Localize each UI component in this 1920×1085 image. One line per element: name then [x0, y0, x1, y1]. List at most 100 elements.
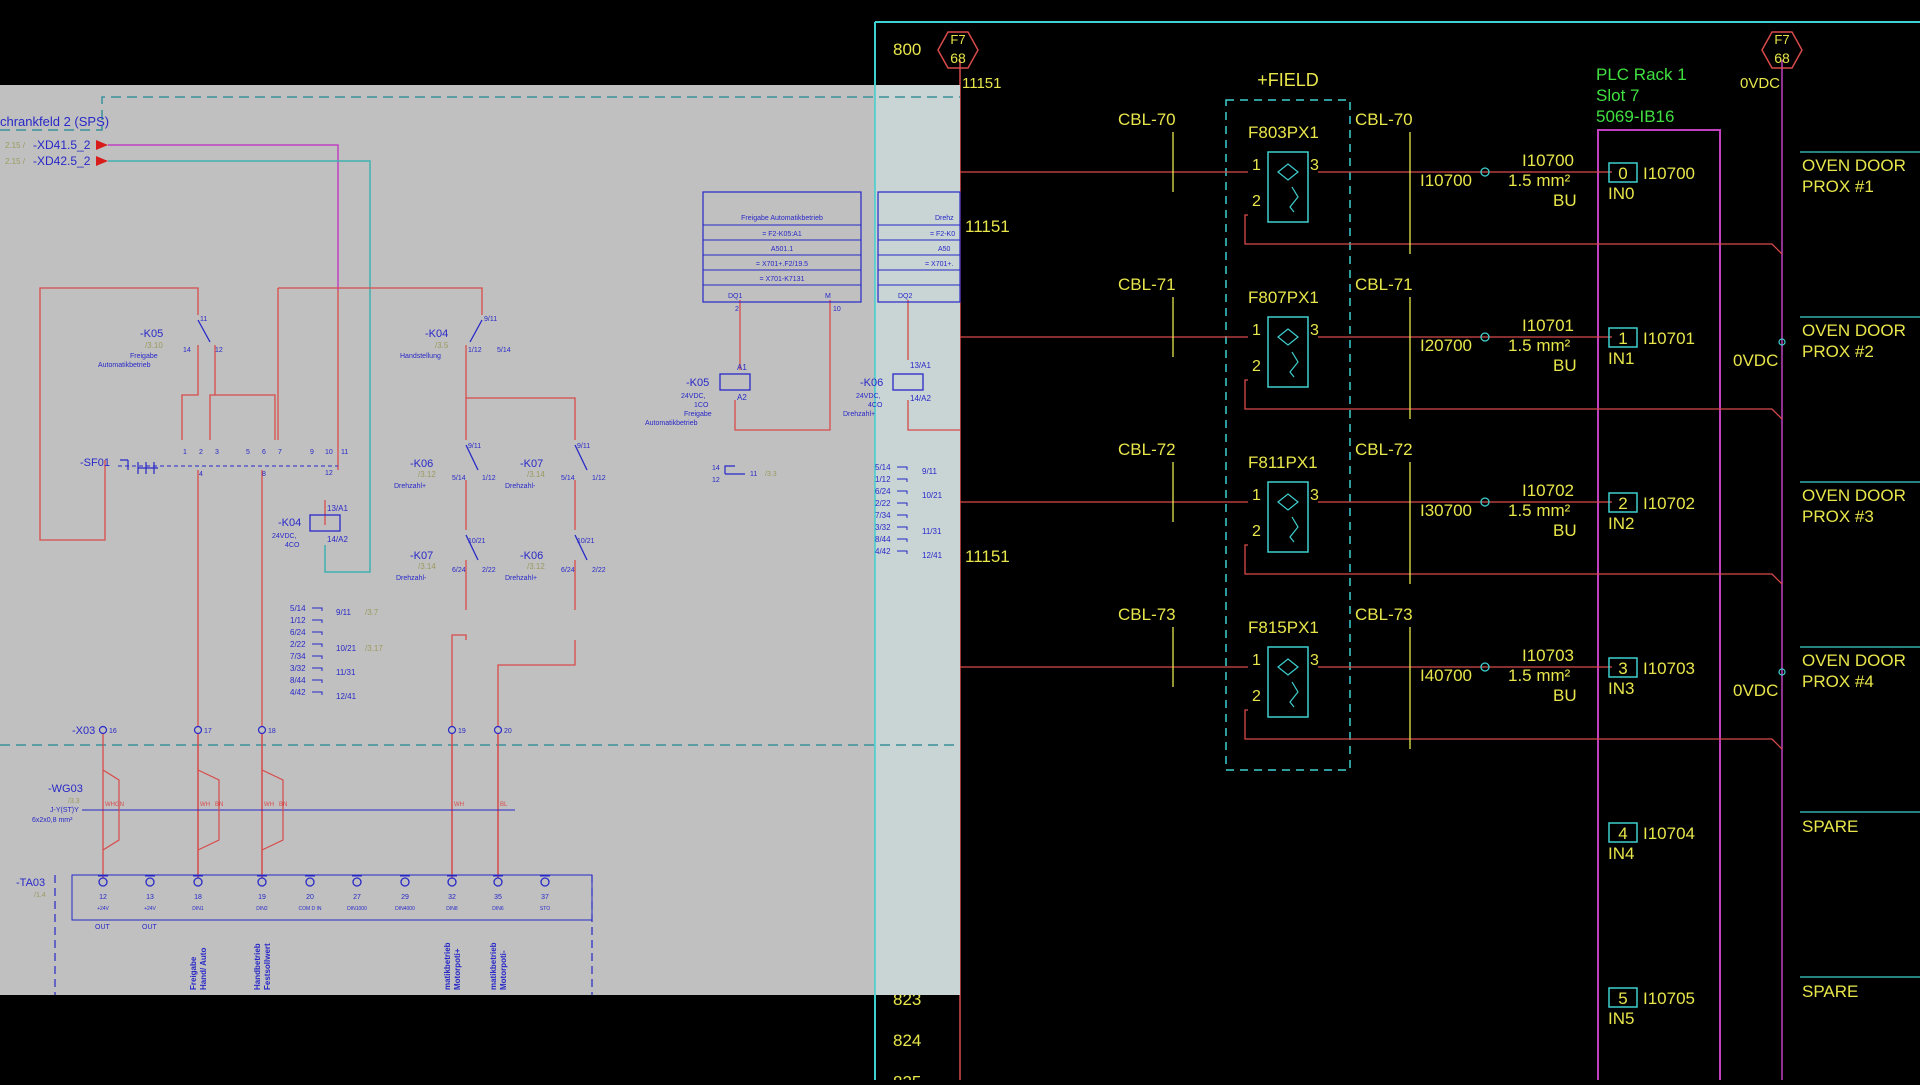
pin-3: 3 [1310, 322, 1319, 339]
prox-sensor-body [1267, 481, 1309, 553]
svg-text:/3.14: /3.14 [527, 470, 545, 479]
wire-number-in: I20700 [1420, 336, 1472, 355]
k04-contact-symbol [469, 319, 483, 343]
k04-pin-b: 1/12 [468, 347, 482, 354]
svg-text:2: 2 [735, 306, 739, 313]
ta03-terminal [257, 877, 267, 887]
wg03-core-color: WH [264, 802, 274, 808]
overlay-strip [875, 85, 960, 995]
prox-sensor-diamond [1277, 328, 1299, 346]
svg-text:10/21: 10/21 [468, 538, 486, 545]
sf01-pin8: 8 [262, 471, 266, 478]
ta03-terminal [352, 877, 362, 887]
plc-tag: I10704 [1643, 824, 1695, 843]
svg-text:14/A2: 14/A2 [910, 394, 931, 403]
svg-text:A50: A50 [938, 246, 951, 253]
overlay-panel [0, 85, 960, 995]
svg-text:DQ1: DQ1 [728, 293, 743, 300]
wg03-core-color: WH [454, 802, 464, 808]
xd41-label: -XD41.5_2 [33, 138, 91, 152]
k06a-contact: -K06 /3.12 Drehzahl+ 5/14 1/12 9/11 [394, 443, 496, 490]
k04-coil-symbol [309, 514, 341, 532]
xd42-ref: 2.15 / [5, 157, 26, 166]
svg-text:12: 12 [712, 477, 720, 484]
description-line2: PROX #3 [1802, 507, 1874, 526]
wg03-core-bracket [197, 769, 220, 851]
k04-coil-a1: 13/A1 [327, 504, 348, 513]
wire-number-in: I30700 [1420, 501, 1472, 520]
wire-number-out: I10701 [1522, 316, 1574, 335]
prox-sensor-body [1267, 151, 1309, 223]
wire-size: 1.5 mm² [1508, 666, 1571, 685]
description-line2: PROX #4 [1802, 672, 1874, 691]
pin-3: 3 [1310, 487, 1319, 504]
ta03-terminal [145, 877, 155, 887]
header-dashed-border [0, 96, 960, 131]
x03-terminal-number: 18 [268, 728, 276, 735]
left-sheet[interactable]: chrankfeld 2 (SPS) 2.15 / -XD41.5_2 2.15… [0, 85, 961, 995]
plc-tag: I10701 [1643, 329, 1695, 348]
wire-label-low: 11151 [965, 547, 1010, 566]
svg-text:2/22: 2/22 [592, 567, 606, 574]
ta03-ref: /1.4 [34, 892, 46, 899]
cable-label-left: CBL-72 [1118, 440, 1176, 459]
cabinet-header: chrankfeld 2 (SPS) [0, 114, 109, 129]
plc-tag: I10705 [1643, 989, 1695, 1008]
wire-size: 1.5 mm² [1508, 336, 1571, 355]
ta03-terminal-number: 35 [494, 894, 502, 901]
contact-right: 12/41 [336, 692, 357, 701]
k05-coil: -K05 24VDC, 1CO Freigabe Automatikbetrie… [645, 363, 751, 427]
k06-coil: -K06 24VDC, 4CO Drehzahl+ 13/A1 14/A2 [843, 361, 931, 418]
contact-symbol [897, 514, 908, 518]
plc-slot-number: 1 [1618, 329, 1627, 348]
k04-ref: /3.5 [435, 341, 449, 350]
x03-terminal-number: 17 [204, 728, 212, 735]
svg-text:= F2-K0: = F2-K0 [930, 231, 955, 238]
contact-left: 5/14 [290, 604, 306, 613]
svg-text:9/11: 9/11 [468, 443, 481, 450]
contact-symbol [897, 478, 908, 482]
contact-symbol [312, 679, 323, 683]
contact-symbol [312, 619, 323, 623]
svg-text:1CO: 1CO [694, 402, 709, 409]
ta03-terminal-function: STO [540, 906, 550, 912]
xd42-label: -XD42.5_2 [33, 154, 91, 168]
k04-pin-a: 9/11 [484, 316, 497, 323]
k05-desc2: Automatikbetrieb [98, 362, 151, 369]
sf01-pin4: 4 [199, 471, 203, 478]
wire-number-in: I10700 [1420, 171, 1472, 190]
ovdc-top-label: 0VDC [1740, 75, 1780, 92]
plc-slot-number: 4 [1618, 824, 1627, 843]
wire-color-code: BU [1553, 521, 1577, 540]
wire-size: 1.5 mm² [1508, 501, 1571, 520]
svg-text:6/24: 6/24 [452, 567, 466, 574]
svg-text:5/14: 5/14 [561, 475, 575, 482]
svg-text:2/22: 2/22 [482, 567, 496, 574]
sf01-pin: 11 [341, 449, 348, 456]
svg-text:= F2-K05:A1: = F2-K05:A1 [762, 231, 802, 238]
svg-text:-K07: -K07 [520, 458, 543, 470]
wg03-core-color: GN [115, 802, 124, 808]
ta03-terminal [400, 877, 410, 887]
ta03-terminal-number: 29 [401, 894, 409, 901]
contact-left: 7/34 [290, 652, 306, 661]
pin-1: 1 [1252, 652, 1261, 669]
ta03-terminal [540, 877, 550, 887]
wire-number-in: I40700 [1420, 666, 1472, 685]
contact-left: 1/12 [290, 616, 306, 625]
function-label-line1: Freigabe [189, 956, 198, 990]
description-line1: OVEN DOOR [1802, 486, 1906, 505]
wire-label-top: 11151 [962, 75, 1002, 92]
contact-symbol [897, 538, 908, 542]
contact-left: 6/24 [290, 628, 306, 637]
svg-text:/3.12: /3.12 [418, 470, 436, 479]
